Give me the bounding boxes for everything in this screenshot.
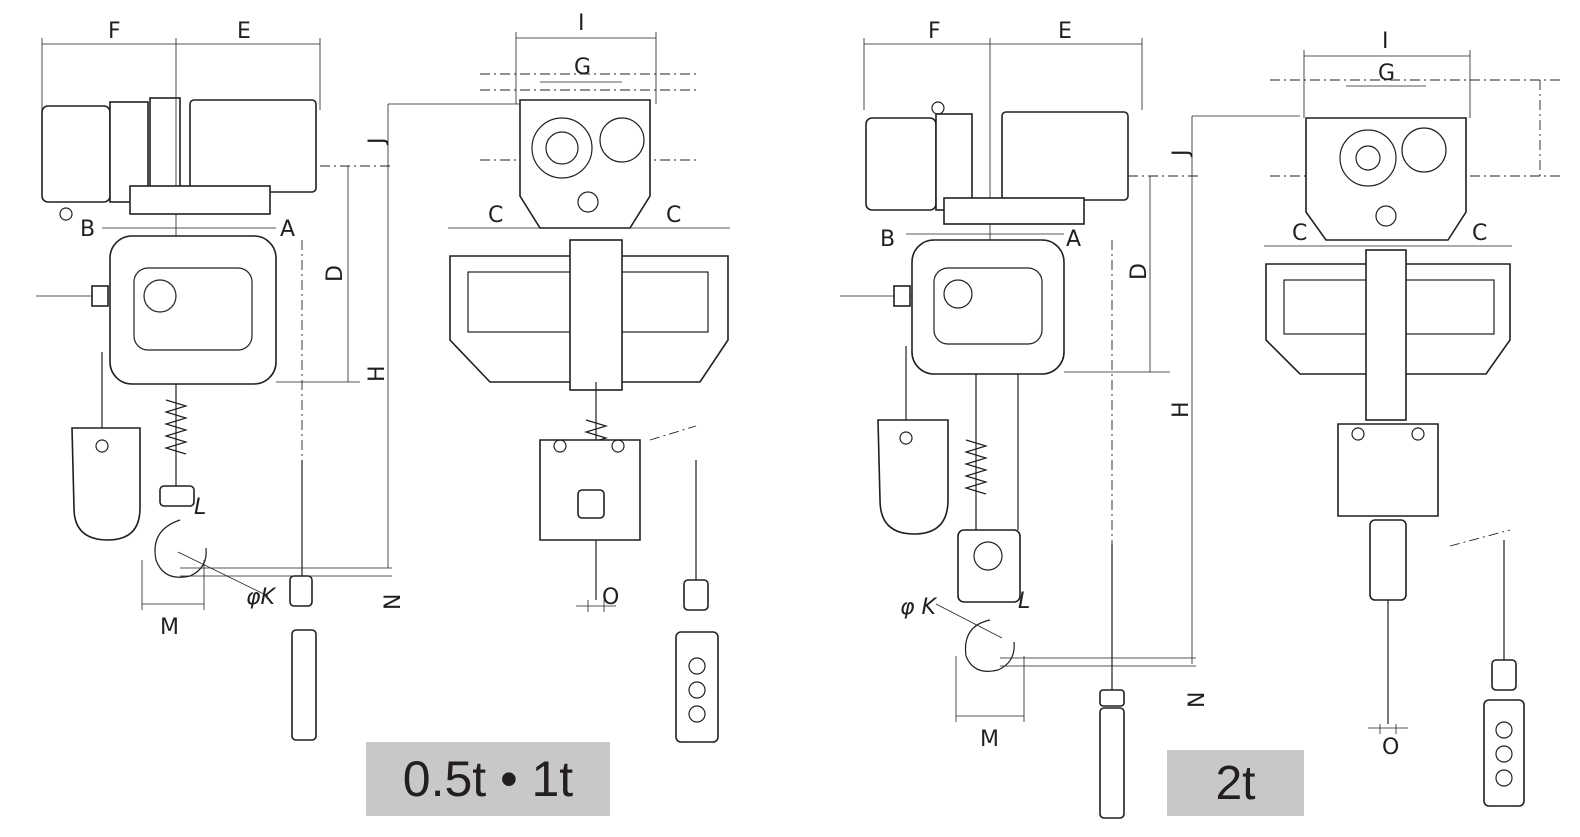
dim-I: I xyxy=(1382,29,1389,54)
dim-O: O xyxy=(1382,735,1399,760)
left-front-view: I G C C O xyxy=(448,11,730,743)
dim-A: A xyxy=(280,217,295,242)
dim-N: N xyxy=(1185,692,1210,708)
dim-G: G xyxy=(574,55,591,80)
dim-L: L xyxy=(1018,589,1030,614)
dim-N: N xyxy=(381,594,406,610)
dim-A: A xyxy=(1066,227,1081,252)
right-front-view: I G C C O xyxy=(1264,29,1560,807)
dim-G: G xyxy=(1378,61,1395,86)
dim-J: J xyxy=(365,138,390,147)
dim-C-left: C xyxy=(1292,221,1307,246)
dim-M: M xyxy=(160,615,179,640)
dim-C-right: C xyxy=(666,203,681,228)
dim-K: φK xyxy=(246,585,277,610)
dim-E: E xyxy=(1058,19,1072,44)
capacity-caption-small: 0.5t • 1t xyxy=(366,742,610,816)
dim-D: D xyxy=(1127,263,1152,280)
dim-I: I xyxy=(578,11,585,36)
dim-O: O xyxy=(602,585,619,610)
dim-C-right: C xyxy=(1472,221,1487,246)
dim-H: H xyxy=(365,365,390,382)
dim-F: F xyxy=(928,19,941,44)
dim-E: E xyxy=(237,19,251,44)
dim-L: L xyxy=(194,495,206,520)
dim-D: D xyxy=(323,265,348,282)
dim-B: B xyxy=(80,217,95,242)
dim-F: F xyxy=(108,19,121,44)
dim-H: H xyxy=(1169,401,1194,418)
dim-B: B xyxy=(880,227,895,252)
dim-M: M xyxy=(980,727,999,752)
left-side-view: F E B A M φK L xyxy=(36,19,520,741)
dim-C-left: C xyxy=(488,203,503,228)
dim-J: J xyxy=(1169,150,1194,159)
right-side-view: F E B A M φ K L D xyxy=(840,19,1300,819)
dim-K: φ K xyxy=(900,595,938,620)
capacity-caption-large: 2t xyxy=(1167,750,1304,816)
